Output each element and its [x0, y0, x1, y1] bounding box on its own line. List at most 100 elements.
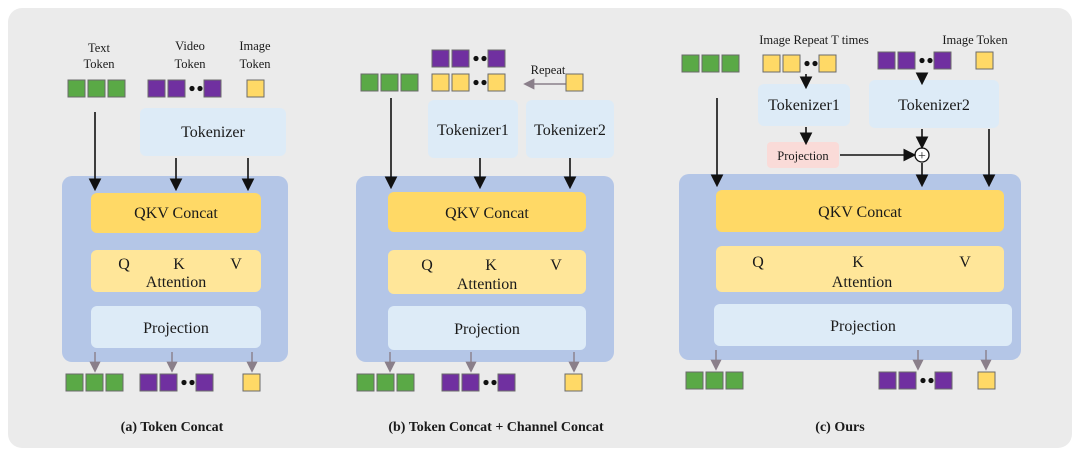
video-tokens-b-ellipsis-dot: [481, 55, 487, 62]
repeated-image-tokens-c-ellipsis-dot: [812, 60, 818, 67]
image-out-c-token: [977, 371, 996, 390]
video-tokens-c-ellipsis-dot: [919, 57, 925, 64]
caption-b: (b) Token Concat + Channel Concat: [388, 420, 604, 435]
q-label-a: Q: [118, 256, 130, 273]
video-tokens-c-token: [877, 51, 896, 70]
video-tokens-c-token: [897, 51, 916, 70]
projection-box-a: [91, 306, 261, 348]
q-label-b: Q: [421, 257, 433, 274]
attention-box-c: [716, 246, 1004, 292]
qkv-box-c: [716, 190, 1004, 232]
text-tokens-c-token: [701, 54, 720, 73]
image-token-a-token: [246, 79, 265, 98]
video-token-label-a-2: Token: [174, 57, 206, 71]
video-tokens-c-token: [933, 51, 952, 70]
text-tokens-b-token: [360, 73, 379, 92]
video-out-b-token: [461, 373, 480, 392]
image-token-label-c: Image Token: [942, 33, 1008, 47]
video-tokens-b-token: [451, 49, 470, 68]
image-token-b-token: [565, 73, 584, 92]
attention-label-c: Attention: [832, 274, 892, 291]
repeated-image-tokens-b-token: [431, 73, 450, 92]
repeated-image-tokens-c-token: [762, 54, 781, 73]
qkv-label-c: QKV Concat: [818, 204, 902, 221]
q-label-c: Q: [752, 254, 764, 271]
image-token-label-a-2: Token: [239, 57, 271, 71]
repeat-label-b: Repeat: [531, 63, 566, 77]
image-out-a-token: [242, 373, 261, 392]
tokenizer1-label-b: Tokenizer1: [437, 122, 509, 139]
repeated-image-tokens-b-ellipsis-dot: [473, 79, 479, 86]
video-tokens-a-ellipsis-dot: [189, 85, 195, 92]
video-out-a-token: [159, 373, 178, 392]
qkv-box-b: [388, 192, 586, 232]
projection-label-b: Projection: [454, 321, 520, 338]
tokenizer1-box-b: [428, 100, 518, 158]
v-label-a: V: [230, 256, 242, 273]
tokenizer2-label-c: Tokenizer2: [898, 97, 970, 114]
add-symbol-c: +: [918, 149, 926, 164]
text-out-b-token: [396, 373, 415, 392]
k-label-c: K: [852, 254, 864, 271]
tokenizer1-box-c: [758, 84, 850, 126]
video-out-a-ellipsis-dot: [189, 379, 195, 386]
image-repeat-label-c: Image Repeat T times: [759, 33, 869, 47]
caption-a: (a) Token Concat: [121, 420, 224, 435]
video-out-a-token: [195, 373, 214, 392]
repeated-image-tokens-b-token: [451, 73, 470, 92]
tokenizer2-box-b: [526, 100, 614, 158]
video-out-c-token: [898, 371, 917, 390]
k-label-b: K: [485, 257, 497, 274]
panel-a: Tokenizer QKV Concat Q K V Attention Pro…: [62, 39, 288, 435]
image-token-c-token: [975, 51, 994, 70]
video-tokens-a-token: [167, 79, 186, 98]
video-tokens-a-ellipsis-dot: [197, 85, 203, 92]
text-tokens-a-token: [67, 79, 86, 98]
video-out-c-ellipsis-dot: [928, 377, 934, 384]
tokenizer2-box-c: [869, 80, 999, 128]
token-groups: [65, 49, 996, 392]
qkv-label-a: QKV Concat: [134, 205, 218, 222]
projection-box-b: [388, 306, 586, 350]
text-tokens-a-token: [107, 79, 126, 98]
video-tokens-b-token: [431, 49, 450, 68]
repeated-image-tokens-b-ellipsis-dot: [481, 79, 487, 86]
video-out-b-ellipsis-dot: [491, 379, 497, 386]
text-out-c-token: [705, 371, 724, 390]
repeated-image-tokens-c-token: [782, 54, 801, 73]
video-tokens-a-token: [203, 79, 222, 98]
projection-label-a: Projection: [143, 320, 209, 337]
panel-b: Tokenizer1 Tokenizer2 QKV Concat Q K V A…: [356, 63, 614, 435]
video-out-c-ellipsis-dot: [920, 377, 926, 384]
repeated-image-tokens-b-token: [487, 73, 506, 92]
video-out-b-ellipsis-dot: [483, 379, 489, 386]
video-out-b-token: [497, 373, 516, 392]
k-label-a: K: [173, 256, 185, 273]
projection-box-c: [714, 304, 1012, 346]
image-token-label-a-1: Image: [239, 39, 271, 53]
video-out-c-token: [934, 371, 953, 390]
video-tokens-a-token: [147, 79, 166, 98]
text-out-b-token: [356, 373, 375, 392]
text-tokens-a-token: [87, 79, 106, 98]
video-out-c-token: [878, 371, 897, 390]
video-tokens-b-ellipsis-dot: [473, 55, 479, 62]
text-out-b-token: [376, 373, 395, 392]
text-tokens-b-token: [380, 73, 399, 92]
tokenizer1-label-c: Tokenizer1: [768, 97, 840, 114]
caption-c: (c) Ours: [815, 420, 865, 435]
projection-small-box-c: [767, 142, 839, 168]
text-out-c-token: [725, 371, 744, 390]
attention-label-a: Attention: [146, 274, 206, 291]
text-out-c-token: [685, 371, 704, 390]
image-out-b-token: [564, 373, 583, 392]
text-out-a-token: [65, 373, 84, 392]
video-tokens-c-ellipsis-dot: [927, 57, 933, 64]
tokenizer-box-a: [140, 108, 286, 156]
panel-c: Image Repeat T times Image Token Tokeniz…: [679, 33, 1021, 435]
projection-label-c: Projection: [830, 318, 896, 335]
video-tokens-b-token: [487, 49, 506, 68]
video-out-a-ellipsis-dot: [181, 379, 187, 386]
